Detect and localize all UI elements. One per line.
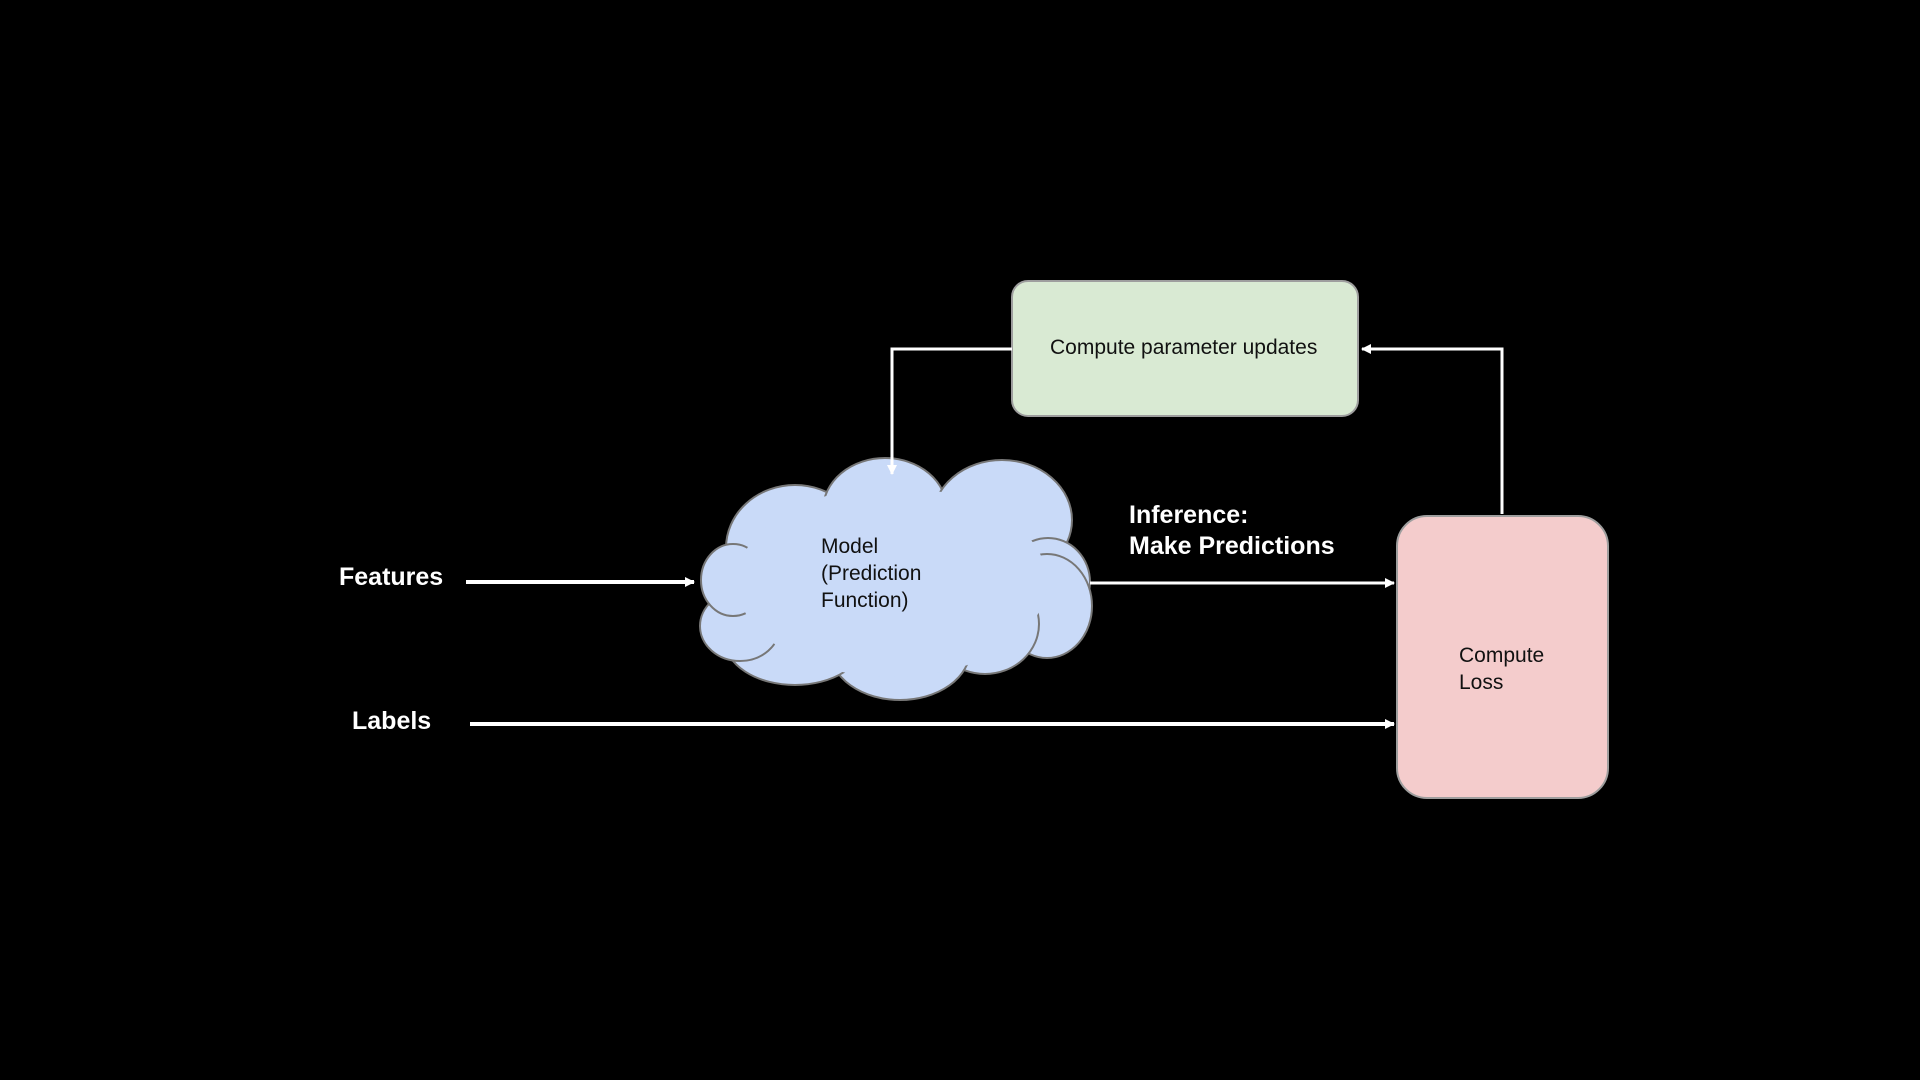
compute-updates-text: Compute parameter updates: [1050, 336, 1318, 359]
loss-to-updates-arrow: [1361, 344, 1504, 514]
compute-loss-box: [1396, 515, 1609, 799]
model-text-line3: Function): [821, 589, 909, 612]
inference-label: Inference: Make Predictions: [1129, 500, 1335, 562]
model-text-line2: (Prediction: [821, 562, 922, 585]
updates-to-model-arrow: [887, 347, 1012, 475]
inference-label-line1: Inference:: [1129, 501, 1249, 529]
model-text: Model (Prediction Function): [821, 533, 921, 614]
labels-label: Labels: [352, 707, 432, 735]
model-text-line1: Model: [821, 535, 879, 558]
inference-label-line2: Make Predictions: [1129, 532, 1335, 560]
compute-loss-text-line2: Loss: [1459, 671, 1504, 694]
model-cloud: [699, 457, 1093, 701]
features-label: Features: [339, 563, 444, 591]
compute-loss-text-line1: Compute: [1459, 644, 1545, 667]
compute-loss-text: Compute Loss: [1459, 642, 1544, 696]
